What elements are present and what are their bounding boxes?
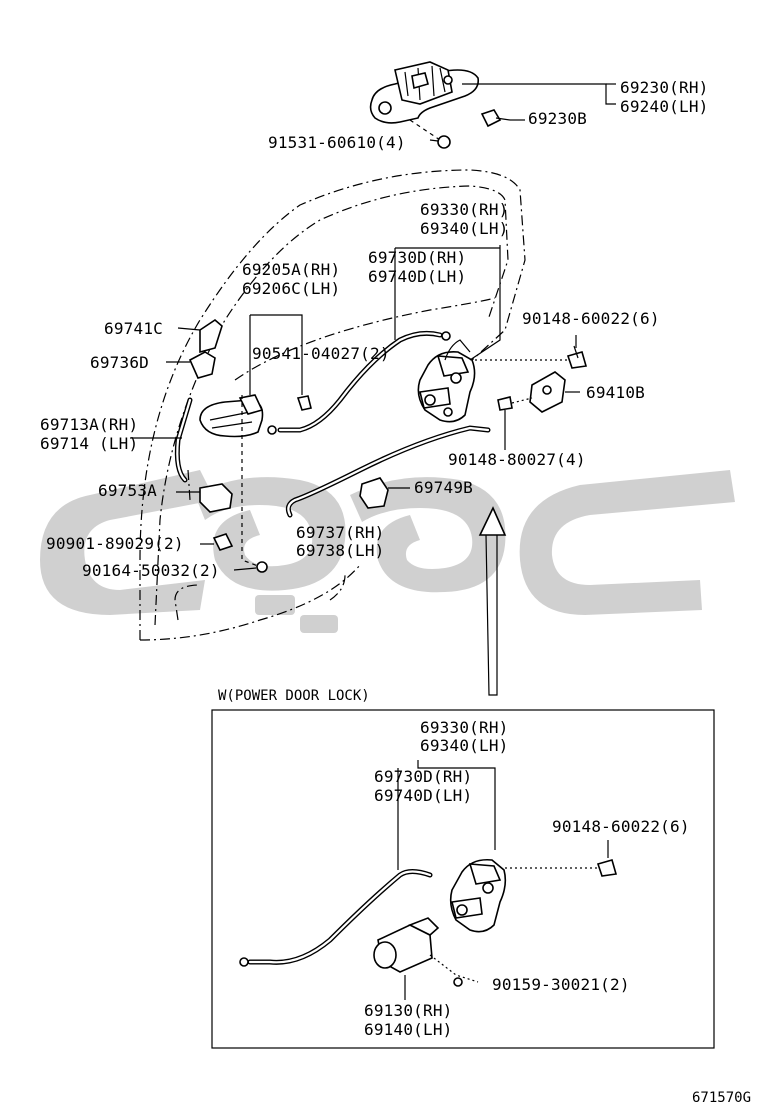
diagram-code: 671570G <box>692 1090 751 1106</box>
leader-69230 <box>462 83 616 105</box>
inset-label-69340: 69340(LH) <box>420 736 509 755</box>
label-69206c: 69206C(LH) <box>242 279 340 298</box>
callout-labels: 69230(RH) 69240(LH) 69230B 91531-60610(4… <box>40 78 709 580</box>
bracket-69736d <box>166 351 216 379</box>
inset-door-lock <box>449 858 507 933</box>
screw-90541 <box>296 395 312 411</box>
inset-label-90148: 90148-60022(6) <box>552 817 690 836</box>
inset-label-69330: 69330(RH) <box>420 718 509 737</box>
door-lock-assembly <box>417 339 476 423</box>
inset-label-69730d: 69730D(RH) <box>374 767 472 786</box>
inside-handle-69205a <box>199 394 264 438</box>
label-69713a: 69713A(RH) <box>40 415 138 434</box>
screw-90164 <box>256 561 268 573</box>
inset-actuator-69130 <box>373 917 440 973</box>
label-91531: 91531-60610(4) <box>268 133 406 152</box>
label-69714: 69714 (LH) <box>40 434 138 453</box>
screw-90148-80027 <box>497 396 533 450</box>
screw-90148-60022 <box>566 345 588 369</box>
label-69205a: 69205A(RH) <box>242 260 340 279</box>
grommet-90901 <box>212 533 234 551</box>
inset-screw-90148 <box>596 859 618 877</box>
clip-69749b <box>359 477 410 509</box>
inset-labels: W(POWER DOOR LOCK) 69330(RH) 69340(LH) 6… <box>218 688 690 1039</box>
inset-label-90159: 90159-30021(2) <box>492 975 630 994</box>
label-69730d: 69730D(RH) <box>368 248 466 267</box>
screw-69230b <box>480 109 511 128</box>
inset-cable <box>239 869 433 967</box>
label-90148-80027: 90148-80027(4) <box>448 450 586 469</box>
outside-handle-assembly <box>369 61 480 124</box>
label-69741c: 69741C <box>104 319 163 338</box>
label-69340: 69340(LH) <box>420 219 509 238</box>
label-69738: 69738(LH) <box>296 541 385 560</box>
protector-69753a <box>176 483 233 513</box>
inset-reference-arrow <box>478 506 507 696</box>
label-69410b: 69410B <box>586 383 645 402</box>
label-90901: 90901-89029(2) <box>46 534 184 553</box>
striker-69410b <box>529 371 580 413</box>
inset-frame <box>211 709 715 1049</box>
label-69230b: 69230B <box>528 109 587 128</box>
rod-69737 <box>285 425 491 518</box>
label-90541: 90541-04027(2) <box>252 344 390 363</box>
label-90164: 90164-50032(2) <box>82 561 220 580</box>
door-outline <box>139 169 526 641</box>
cable-69730d <box>267 330 451 435</box>
label-69240: 69240(LH) <box>620 97 709 116</box>
label-69230: 69230(RH) <box>620 78 709 97</box>
inset-label-69140: 69140(LH) <box>364 1020 453 1039</box>
watermark-logo <box>40 470 735 633</box>
label-69736d: 69736D <box>90 353 149 372</box>
label-69753a: 69753A <box>98 481 157 500</box>
label-69330: 69330(RH) <box>420 200 509 219</box>
screw-91531 <box>429 135 451 149</box>
inset-label-69130: 69130(RH) <box>364 1001 453 1020</box>
inset-label-69740d: 69740D(LH) <box>374 786 472 805</box>
inset-title: W(POWER DOOR LOCK) <box>218 688 370 704</box>
inset-screw-90159 <box>453 977 463 987</box>
label-69740d: 69740D(LH) <box>368 267 466 286</box>
label-90148-60022: 90148-60022(6) <box>522 309 660 328</box>
label-69749b: 69749B <box>414 478 473 497</box>
cover-69741c <box>177 318 223 354</box>
label-69737: 69737(RH) <box>296 523 385 542</box>
rod-69713a <box>130 397 193 483</box>
